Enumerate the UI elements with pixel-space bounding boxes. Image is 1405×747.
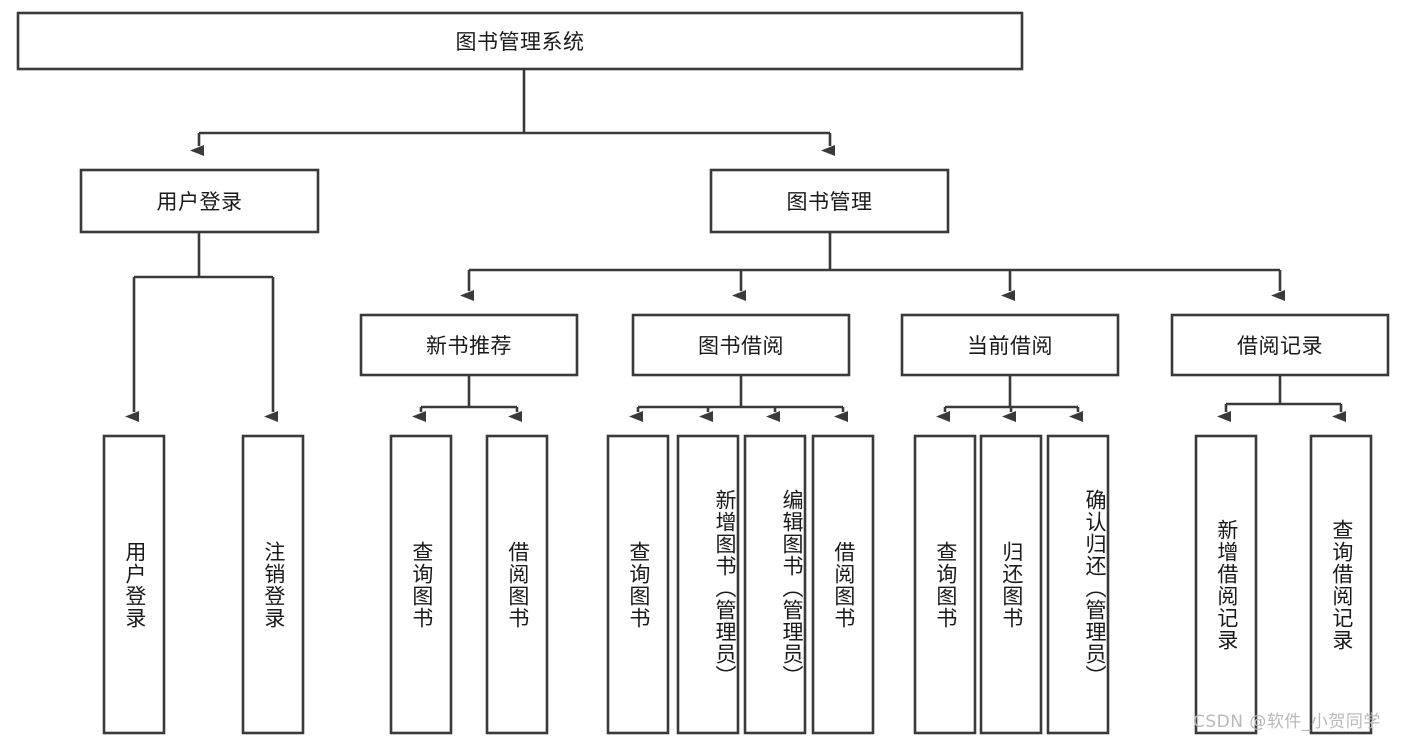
node-box-leaf-query-book-rec[interactable] [389, 434, 453, 735]
node-box-new-book-recommend[interactable] [359, 313, 579, 377]
node-box-leaf-logout[interactable] [241, 434, 305, 735]
node-box-leaf-user-login[interactable] [102, 434, 166, 735]
node-box-leaf-borrow-book-rec[interactable] [485, 434, 549, 735]
node-box-current-borrow[interactable] [900, 313, 1120, 377]
csdn-watermark: CSDN @软件_小贺同学 [1193, 712, 1381, 732]
node-box-root[interactable] [16, 11, 1024, 71]
node-box-borrow-records[interactable] [1170, 313, 1390, 377]
node-box-leaf-borrow-book[interactable] [811, 434, 875, 735]
node-box-leaf-query-borrow-record[interactable] [1309, 434, 1373, 735]
node-box-leaf-edit-book-admin[interactable] [743, 434, 807, 735]
node-box-leaf-return-book[interactable] [979, 434, 1043, 735]
node-box-leaf-add-book-admin[interactable] [676, 434, 740, 735]
node-box-book-management[interactable] [709, 168, 950, 234]
node-box-leaf-add-borrow-record[interactable] [1194, 434, 1258, 735]
node-box-leaf-query-book-current[interactable] [913, 434, 977, 735]
connectors-layer [125, 69, 1346, 422]
boxes-layer [16, 11, 1390, 735]
node-box-leaf-query-book-borrow[interactable] [606, 434, 670, 735]
node-box-user-login[interactable] [79, 168, 320, 234]
node-box-leaf-confirm-return-admin[interactable] [1046, 434, 1110, 735]
node-box-book-borrow[interactable] [631, 313, 851, 377]
